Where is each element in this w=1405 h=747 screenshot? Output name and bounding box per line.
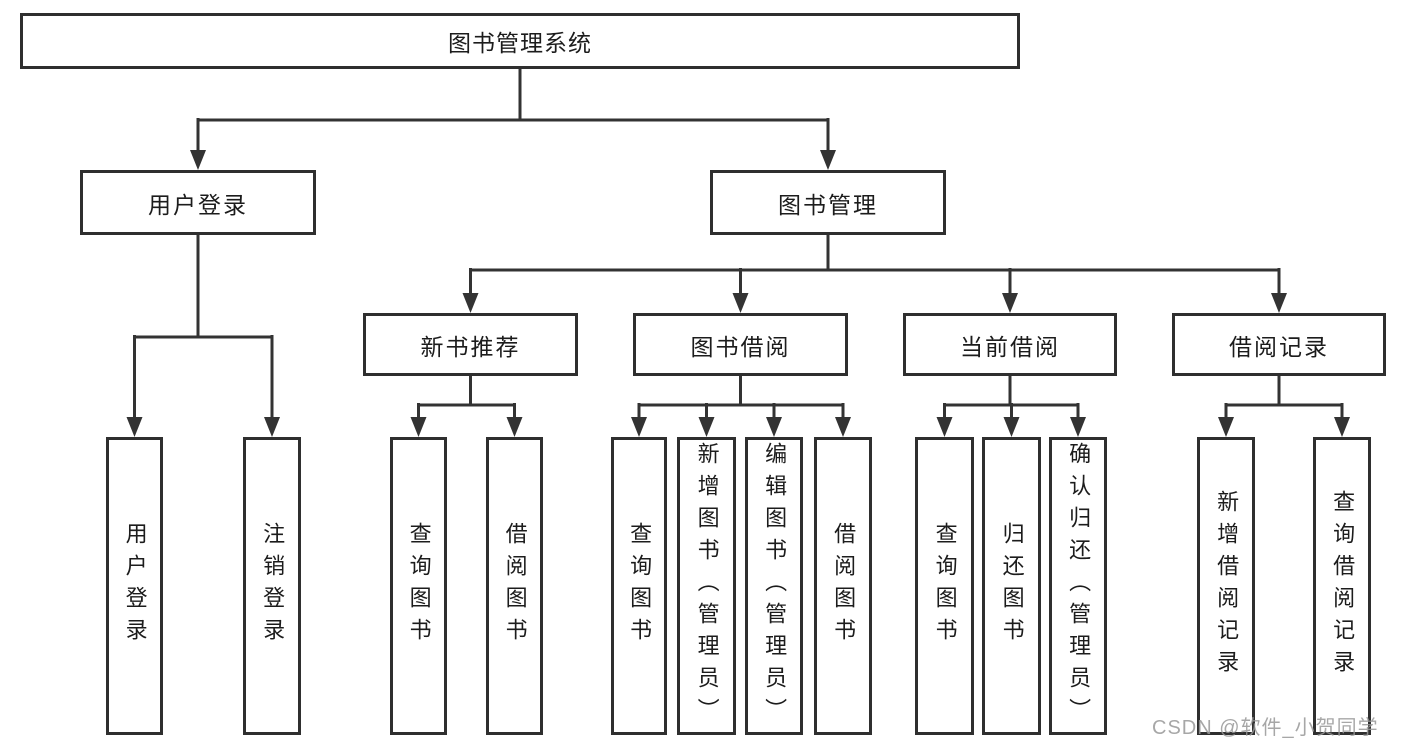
node-new-book-recommendation: 新书推荐 [363,313,578,376]
node-leaf-search-books-current: 查询图书 [915,437,974,735]
node-leaf-search-books-borrowing: 查询图书 [611,437,667,735]
node-label: 新书推荐 [420,333,521,360]
node-label: 查询借阅记录 [1330,490,1356,682]
node-label: 查询图书 [627,522,653,650]
node-label: 注销登录 [260,522,286,650]
node-leaf-logout: 注销登录 [243,437,301,735]
node-label: 查询图书 [406,522,432,650]
node-label: 图书管理系统 [448,30,592,56]
node-label: 借阅记录 [1229,333,1329,360]
node-label: 用户登录 [148,191,248,218]
node-leaf-return-books: 归还图书 [982,437,1041,735]
arrowheads [126,150,1350,437]
node-book-management: 图书管理 [710,170,946,235]
node-label: 借阅图书 [831,522,857,650]
node-label: 借阅图书 [502,522,528,650]
node-leaf-borrow-books-recommend: 借阅图书 [486,437,543,735]
node-leaf-edit-books-admin: 编辑图书（管理员） [745,437,803,735]
node-label: 查询图书 [932,522,958,650]
node-book-borrowing: 图书借阅 [633,313,848,376]
node-leaf-confirm-return-admin: 确认归还（管理员） [1049,437,1107,735]
node-label: 编辑图书（管理员） [762,442,788,730]
node-library-management-system: 图书管理系统 [20,13,1020,69]
node-label: 当前借阅 [960,333,1060,360]
node-leaf-add-borrow-record: 新增借阅记录 [1197,437,1255,735]
node-label: 确认归还（管理员） [1066,442,1092,730]
watermark: CSDN @软件_小贺同学 [1152,717,1379,739]
connector-path [133,69,1344,419]
node-label: 新增图书（管理员） [694,442,720,730]
node-leaf-user-login: 用户登录 [106,437,163,735]
node-label: 图书借阅 [690,333,791,360]
node-label: 用户登录 [122,522,148,650]
node-leaf-add-books-admin: 新增图书（管理员） [677,437,736,735]
node-label: 新增借阅记录 [1214,490,1240,682]
node-user-login: 用户登录 [80,170,316,235]
node-leaf-search-borrow-record: 查询借阅记录 [1313,437,1371,735]
node-borrowing-records: 借阅记录 [1172,313,1386,376]
node-leaf-borrow-books-borrowing: 借阅图书 [814,437,872,735]
node-current-borrowing: 当前借阅 [903,313,1117,376]
node-leaf-search-books-recommend: 查询图书 [390,437,447,735]
node-label: 归还图书 [999,522,1025,650]
node-label: 图书管理 [778,191,878,218]
